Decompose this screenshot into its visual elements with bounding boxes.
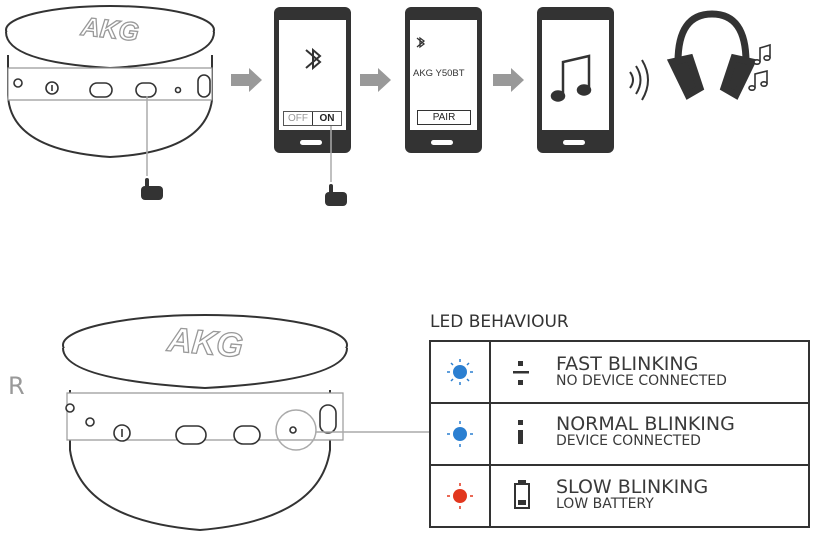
- phone-2: [405, 7, 482, 153]
- headphones-icon: [666, 10, 758, 100]
- led-blue-fast-icon: [447, 359, 473, 385]
- fast-blink-icon: [513, 361, 529, 385]
- led-highlight-circle: [275, 409, 317, 451]
- svg-text:AKG: AKG: [79, 11, 141, 47]
- led-table: [429, 340, 810, 528]
- led-row-main: FAST BLINKING: [556, 353, 699, 375]
- led-red-slow-icon: [447, 483, 473, 509]
- hand-press-icon-2: [325, 184, 347, 206]
- hand-press-icon-1: [141, 178, 163, 200]
- led-blue-normal-icon: [447, 421, 473, 447]
- pair-button[interactable]: PAIR: [417, 110, 471, 125]
- normal-blink-icon: [518, 420, 523, 444]
- led-row-sub: NO DEVICE CONNECTED: [556, 373, 727, 389]
- led-row-sub: LOW BATTERY: [556, 496, 654, 512]
- led-row-normal: NORMAL BLINKING DEVICE CONNECTED: [556, 413, 735, 449]
- led-row-main: SLOW BLINKING: [556, 476, 709, 498]
- earcup-bottom-buttons: [65, 403, 337, 445]
- led-behaviour-title: LED BEHAVIOUR: [430, 312, 569, 332]
- battery-icon: [514, 480, 530, 509]
- music-notes-icon: [748, 43, 771, 92]
- phone-1: [274, 7, 351, 153]
- sound-waves-icon: [629, 59, 649, 101]
- device-name: AKG Y50BT: [413, 68, 465, 79]
- earcup-bottom: [62, 314, 348, 532]
- bluetooth-switch[interactable]: OFF ON: [283, 111, 342, 126]
- led-row-main: NORMAL BLINKING: [556, 413, 735, 435]
- earcup-top: [5, 5, 215, 159]
- akg-logo-top: AKG: [78, 10, 141, 47]
- switch-off-label: OFF: [288, 113, 308, 124]
- phone-3: [537, 7, 614, 153]
- led-row-slow: SLOW BLINKING LOW BATTERY: [556, 476, 709, 512]
- led-row-fast: FAST BLINKING NO DEVICE CONNECTED: [556, 353, 727, 389]
- music-note-icon: [550, 54, 592, 102]
- step-arrows: [231, 68, 524, 92]
- switch-on-label: ON: [312, 112, 341, 125]
- led-row-sub: DEVICE CONNECTED: [556, 433, 701, 449]
- svg-text:AKG: AKG: [165, 321, 245, 366]
- akg-logo-bottom: AKG: [164, 320, 245, 366]
- earcup-top-buttons: [13, 74, 211, 98]
- side-letter: R: [8, 372, 25, 400]
